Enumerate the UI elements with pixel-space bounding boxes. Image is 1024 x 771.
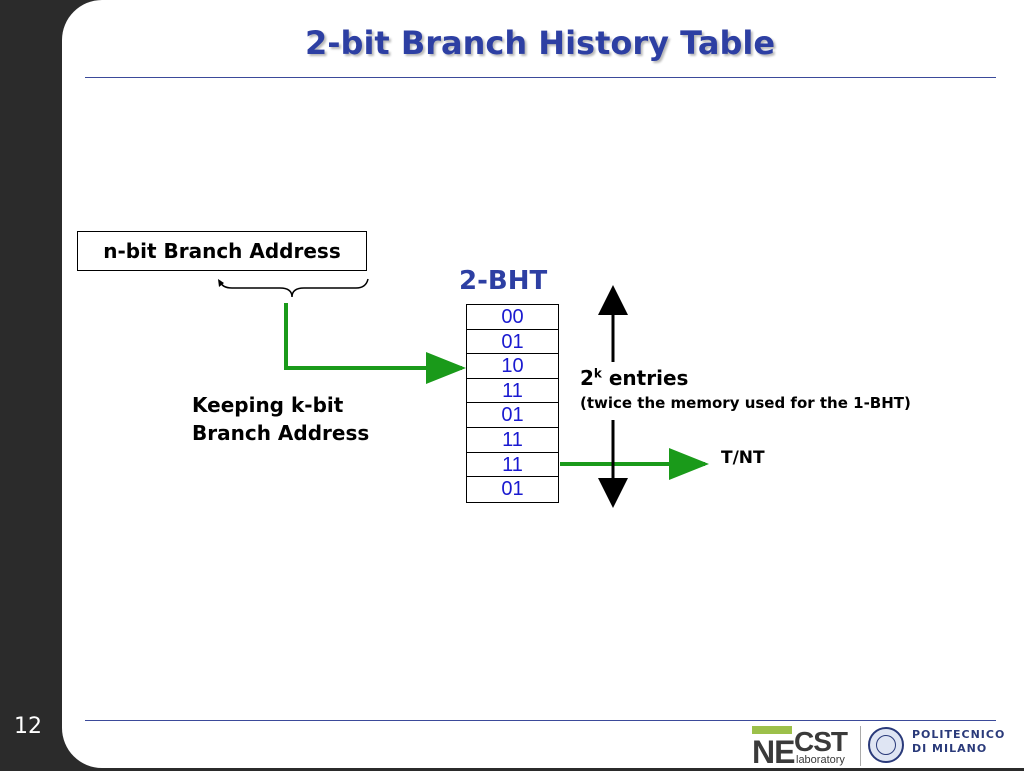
entries-base: 2 bbox=[580, 366, 594, 390]
bht-cell: 01 bbox=[467, 403, 558, 428]
bht-label: 2-BHT bbox=[459, 266, 548, 296]
slide-canvas bbox=[62, 0, 1024, 768]
polimi-seal-icon bbox=[868, 727, 904, 763]
output-label: T/NT bbox=[721, 448, 765, 468]
address-brace bbox=[219, 278, 369, 298]
footer-rule bbox=[85, 720, 996, 721]
bht-cell: 11 bbox=[467, 428, 558, 453]
entries-exponent: k bbox=[593, 366, 602, 381]
keep-label-line1: Keeping k-bit bbox=[192, 393, 344, 417]
keep-k-bit-label: Keeping k-bit Branch Address bbox=[192, 391, 422, 447]
necst-logo-lab: laboratory bbox=[796, 754, 845, 766]
bht-cell: 10 bbox=[467, 354, 558, 379]
index-arrow bbox=[284, 303, 466, 384]
polimi-line1: POLITECNICO bbox=[912, 728, 1006, 741]
necst-logo-cst: CST bbox=[794, 726, 848, 757]
necst-logo-bar bbox=[752, 726, 792, 734]
slide-title: 2-bit Branch History Table bbox=[304, 24, 776, 62]
necst-logo: NE CST laboratory bbox=[752, 724, 856, 770]
bht-cell: 01 bbox=[467, 330, 558, 355]
entries-suffix: entries bbox=[601, 366, 689, 390]
brace-arrow-tip bbox=[218, 279, 224, 287]
bht-cell: 11 bbox=[467, 453, 558, 478]
polimi-line2: DI MILANO bbox=[912, 742, 988, 755]
keep-label-line2: Branch Address bbox=[192, 421, 370, 445]
title-rule bbox=[85, 77, 996, 78]
bht-cell: 00 bbox=[467, 305, 558, 330]
logo-separator bbox=[860, 726, 861, 766]
entries-note: (twice the memory used for the 1-BHT) bbox=[580, 394, 911, 412]
polimi-logo-text: POLITECNICO DI MILANO bbox=[912, 728, 1006, 756]
necst-logo-ne: NE bbox=[752, 734, 795, 770]
entries-label: 2k entries bbox=[580, 366, 688, 390]
bht-cell: 11 bbox=[467, 379, 558, 404]
page-number: 12 bbox=[14, 714, 42, 739]
bht-cell: 01 bbox=[501, 478, 524, 501]
branch-address-box: n-bit Branch Address bbox=[77, 231, 367, 271]
